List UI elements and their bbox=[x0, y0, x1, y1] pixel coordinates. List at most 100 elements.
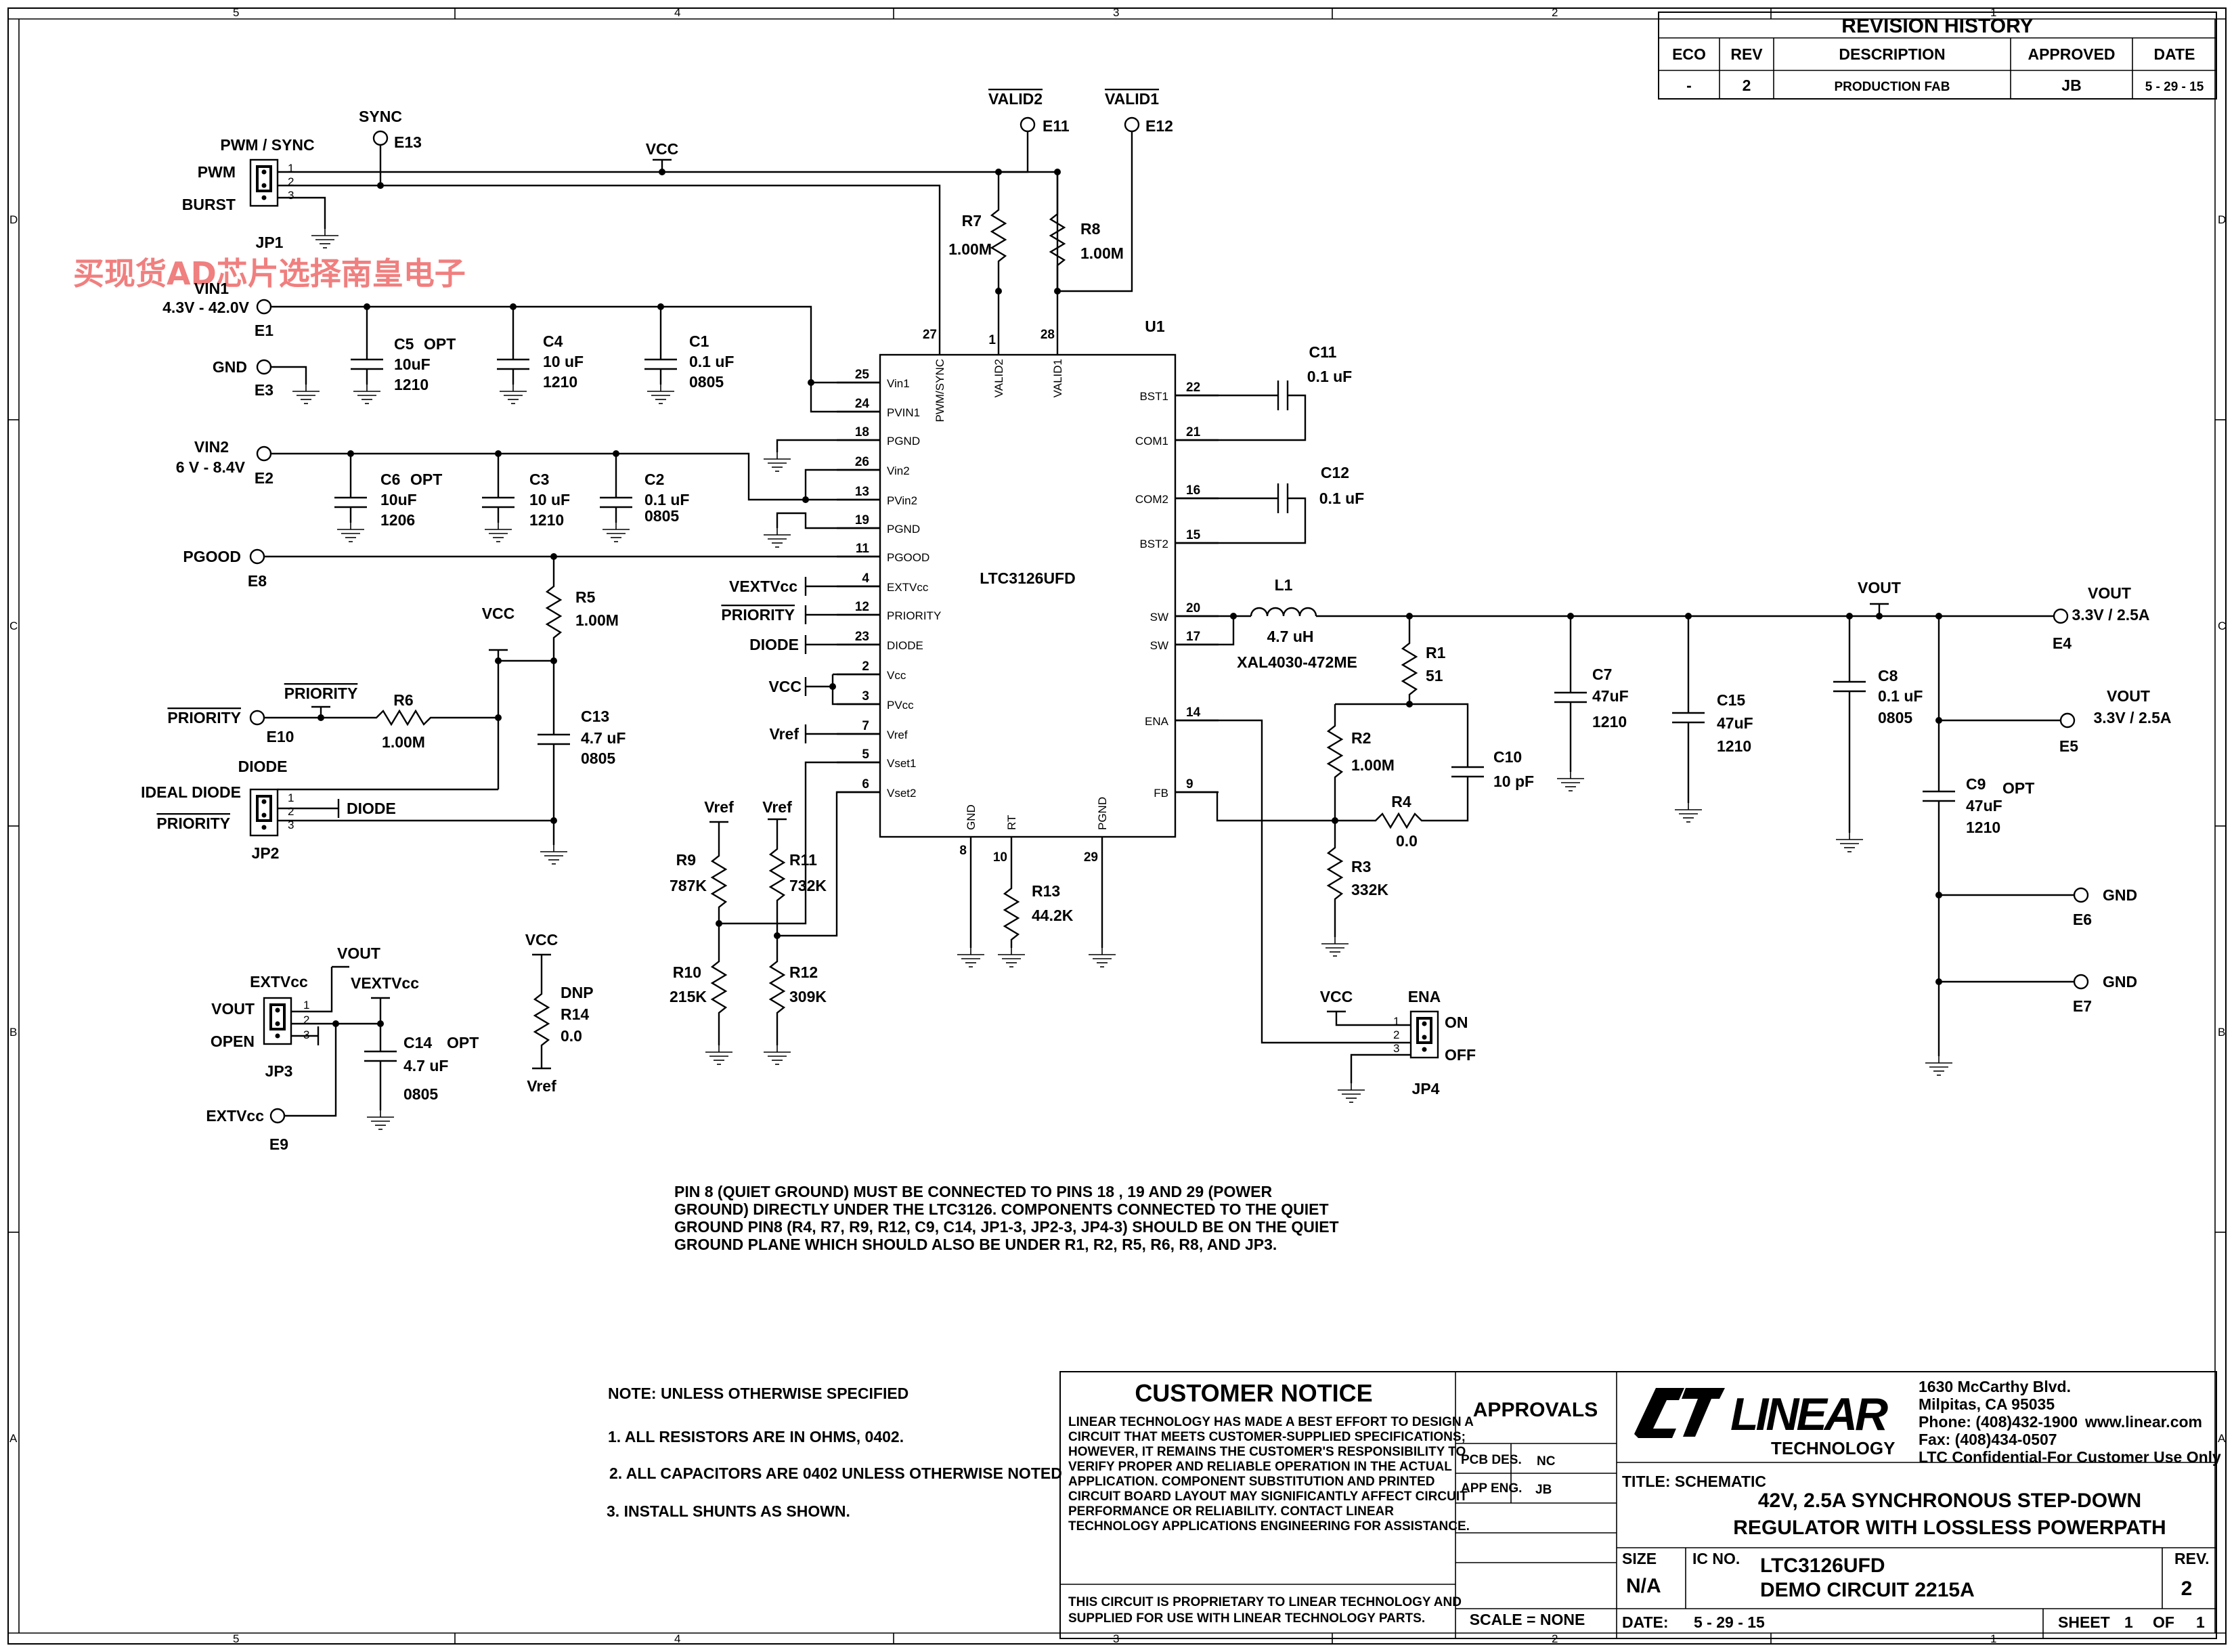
r8-ref: R8 bbox=[1080, 220, 1101, 238]
terminal-e6[interactable] bbox=[2073, 887, 2089, 903]
zone-row-b: B bbox=[9, 1026, 17, 1039]
ic-pin-name-rt: RT bbox=[1005, 815, 1018, 830]
ic-u1: U1 LTC3126UFD 25Vin124PVIN118PGND26Vin21… bbox=[837, 287, 1219, 948]
ic-pin-name: FB bbox=[1154, 787, 1168, 800]
e5-ref: E5 bbox=[2059, 737, 2078, 755]
jumper-jp2 bbox=[249, 788, 279, 837]
output-stage: L1 4.7 uH XAL4030-472ME R1 51 C10 10 pF … bbox=[1175, 576, 2172, 1076]
proprietary-line-2: SUPPLIED FOR USE WITH LINEAR TECHNOLOGY … bbox=[1068, 1611, 1425, 1626]
e4-net: VOUT bbox=[2088, 584, 2131, 602]
e1-ref: E1 bbox=[255, 322, 273, 339]
vout-label-jp3: VOUT bbox=[337, 944, 380, 962]
c1-ref: C1 bbox=[689, 332, 709, 350]
terminal-e13[interactable] bbox=[372, 130, 389, 146]
of-value: 1 bbox=[2196, 1613, 2205, 1631]
zone-col-3: 3 bbox=[1113, 6, 1119, 19]
jp1-label-3: BURST bbox=[182, 196, 236, 213]
e6-ref: E6 bbox=[2073, 911, 2092, 928]
address-line-1: 1630 McCarthy Blvd. bbox=[1919, 1378, 2071, 1395]
r12-value: 309K bbox=[789, 988, 827, 1005]
ic-pin-num: 3 bbox=[862, 689, 869, 703]
notice-line-8: TECHNOLOGY APPLICATIONS ENGINEERING FOR … bbox=[1068, 1519, 1470, 1534]
r4-value: 0.0 bbox=[1396, 832, 1418, 850]
ic-pin-name: BST2 bbox=[1139, 538, 1168, 550]
c2-value: 0.1 uF bbox=[644, 491, 689, 508]
general-notes: NOTE: UNLESS OTHERWISE SPECIFIED 1. ALL … bbox=[607, 1385, 1062, 1520]
pcb-des-value: NC bbox=[1537, 1454, 1556, 1469]
terminal-e7[interactable] bbox=[2073, 974, 2089, 990]
jp2-label-3: PRIORITY bbox=[156, 814, 230, 832]
jp2-ref: JP2 bbox=[252, 844, 280, 862]
c5-opt: OPT bbox=[424, 335, 456, 353]
terminal-e8[interactable] bbox=[249, 548, 265, 565]
notes-title: NOTE: UNLESS OTHERWISE SPECIFIED bbox=[608, 1385, 908, 1402]
ic-pin-num: 5 bbox=[862, 747, 869, 762]
jp4-group: ENA ON OFF JP4 1 2 3 VCC bbox=[1175, 719, 1476, 1103]
r5-value: 1.00M bbox=[575, 611, 619, 629]
notice-line-4: VERIFY PROPER AND RELIABLE OPERATION IN … bbox=[1068, 1460, 1452, 1474]
terminal-e4[interactable] bbox=[2053, 608, 2069, 624]
rev-cell-eco: - bbox=[1686, 77, 1692, 94]
date-label: DATE: bbox=[1622, 1613, 1669, 1631]
terminal-e10[interactable] bbox=[249, 710, 265, 726]
terminal-e5[interactable] bbox=[2059, 712, 2076, 729]
c14-ref: C14 bbox=[403, 1034, 432, 1051]
c6-value: 10uF bbox=[380, 491, 417, 508]
terminal-e9[interactable] bbox=[269, 1108, 286, 1124]
priority-section: PRIORITY E10 PRIORITY R6 1.00M bbox=[167, 684, 502, 751]
e4-ref: E4 bbox=[2053, 634, 2072, 652]
terminal-e1[interactable] bbox=[256, 299, 272, 315]
r7-ref: R7 bbox=[962, 212, 982, 230]
notes-item-3: 3. INSTALL SHUNTS AS SHOWN. bbox=[607, 1502, 850, 1520]
scale-label: SCALE = NONE bbox=[1470, 1611, 1585, 1628]
ic-pin-num: 7 bbox=[862, 719, 869, 733]
c7-ref: C7 bbox=[1592, 666, 1612, 683]
c8-ref: C8 bbox=[1878, 667, 1898, 684]
c15-package: 1210 bbox=[1717, 737, 1751, 755]
revision-history-title: REVISION HISTORY bbox=[1841, 15, 2033, 37]
e12-ref: E12 bbox=[1145, 117, 1173, 135]
vin1-section: VIN1 4.3V - 42.0V E1 C5 OPT 10uF 1210 C4… bbox=[162, 280, 880, 472]
website-link[interactable]: www.linear.com bbox=[2084, 1413, 2202, 1431]
ic-pin-num: 24 bbox=[855, 397, 870, 411]
ic-pin-name-pwm-sync: PWM/SYNC bbox=[934, 359, 946, 422]
ic-pin-num: 20 bbox=[1186, 601, 1200, 615]
terminal-e11[interactable] bbox=[1020, 116, 1036, 133]
ic-pin-name: Vset2 bbox=[887, 787, 916, 800]
r7-value: 1.00M bbox=[948, 240, 992, 258]
ground-note-line-4: GROUND PLANE WHICH SHOULD ALSO BE UNDER … bbox=[674, 1236, 1277, 1253]
c15-ref: C15 bbox=[1717, 691, 1745, 709]
ic-pin-name: Vset1 bbox=[887, 757, 916, 770]
c3-package: 1210 bbox=[529, 511, 564, 529]
e11-net: VALID2 bbox=[988, 90, 1043, 108]
terminal-e12[interactable] bbox=[1124, 116, 1140, 133]
jp4-pin-2: 2 bbox=[1393, 1028, 1399, 1041]
ic-pin-name: SW bbox=[1150, 611, 1168, 624]
terminal-e2[interactable] bbox=[256, 445, 272, 462]
e4-range: 3.3V / 2.5A bbox=[2072, 606, 2149, 624]
r2-ref: R2 bbox=[1351, 729, 1371, 747]
jp4-label-3: OFF bbox=[1445, 1046, 1476, 1064]
ic-pin-name: Vcc bbox=[887, 669, 906, 682]
vref-label-r9: Vref bbox=[704, 798, 734, 816]
jp1-pin-2: 2 bbox=[288, 175, 294, 188]
e2-ref: E2 bbox=[255, 469, 273, 487]
c6-package: 1206 bbox=[380, 511, 415, 529]
l1-value: 4.7 uH bbox=[1267, 628, 1313, 645]
demo-circuit-value: DEMO CIRCUIT 2215A bbox=[1760, 1579, 1975, 1601]
notice-line-7: PERFORMANCE OR RELIABILITY. CONTACT LINE… bbox=[1068, 1504, 1394, 1519]
priority-net-label-ic: PRIORITY bbox=[721, 606, 795, 624]
ground-note-line-1: PIN 8 (QUIET GROUND) MUST BE CONNECTED T… bbox=[674, 1183, 1272, 1200]
r8-value: 1.00M bbox=[1080, 244, 1124, 262]
c4-value: 10 uF bbox=[543, 353, 584, 370]
jp3-label-3: OPEN bbox=[211, 1032, 255, 1050]
terminal-e3[interactable] bbox=[256, 359, 272, 375]
r14-value: 0.0 bbox=[561, 1027, 582, 1045]
r1-ref: R1 bbox=[1426, 644, 1446, 661]
ic-pin-num: 2 bbox=[862, 659, 869, 674]
ic-pin-name: Vref bbox=[887, 729, 908, 741]
ic-pin-name-valid1: VALID1 bbox=[1051, 359, 1064, 397]
jumper-jp4 bbox=[1409, 1010, 1439, 1059]
c10-ref: C10 bbox=[1493, 748, 1522, 766]
jp3-title: EXTVcc bbox=[250, 973, 308, 991]
